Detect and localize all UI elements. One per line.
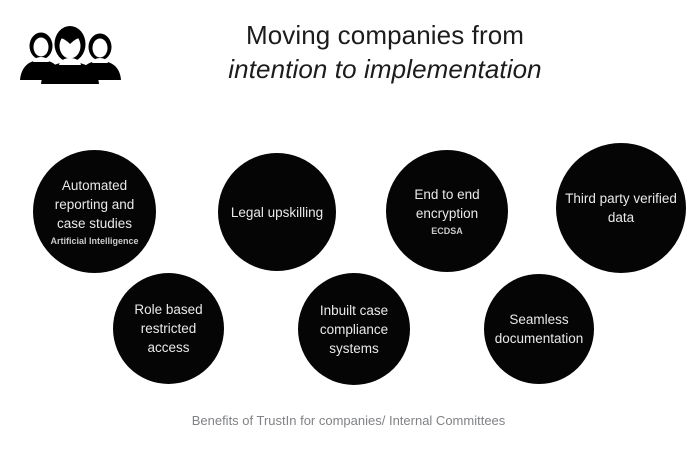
page-title: Moving companies from intention to imple… (150, 18, 620, 86)
bubble-label: Legal upskilling (230, 204, 324, 220)
benefit-bubble-legal-upskilling[interactable]: Legal upskilling (218, 153, 336, 271)
bubble-label: Automated reporting and case studies (54, 178, 135, 231)
benefit-bubble-end-to-end-encryption[interactable]: End to end encryption ECDSA (386, 150, 508, 272)
benefit-bubble-inbuilt-case-compliance-systems[interactable]: Inbuilt case compliance systems (298, 273, 410, 385)
benefit-bubble-role-based-restricted-access[interactable]: Role based restricted access (113, 273, 224, 384)
footer-caption: Benefits of TrustIn for companies/ Inter… (191, 413, 506, 428)
bubble-label: Role based restricted access (134, 302, 203, 355)
title-line-2: intention to implementation (228, 54, 542, 84)
group-of-people-icon (16, 22, 124, 84)
bubble-label: Third party verified data (565, 191, 677, 225)
benefit-bubble-third-party-verified-data[interactable]: Third party verified data (556, 143, 686, 273)
title-line-1: Moving companies from (245, 20, 525, 50)
bubble-sublabel: ECDSA (431, 226, 463, 236)
benefit-bubble-automated-reporting[interactable]: Automated reporting and case studies Art… (33, 150, 156, 273)
benefit-bubble-seamless-documentation[interactable]: Seamless documentation (484, 274, 594, 384)
bubble-label: Inbuilt case compliance systems (319, 302, 389, 356)
bubble-label: Seamless documentation (494, 312, 584, 346)
bubble-sublabel: Artificial Intelligence (50, 236, 139, 246)
bubble-label: End to end encryption (414, 187, 480, 221)
